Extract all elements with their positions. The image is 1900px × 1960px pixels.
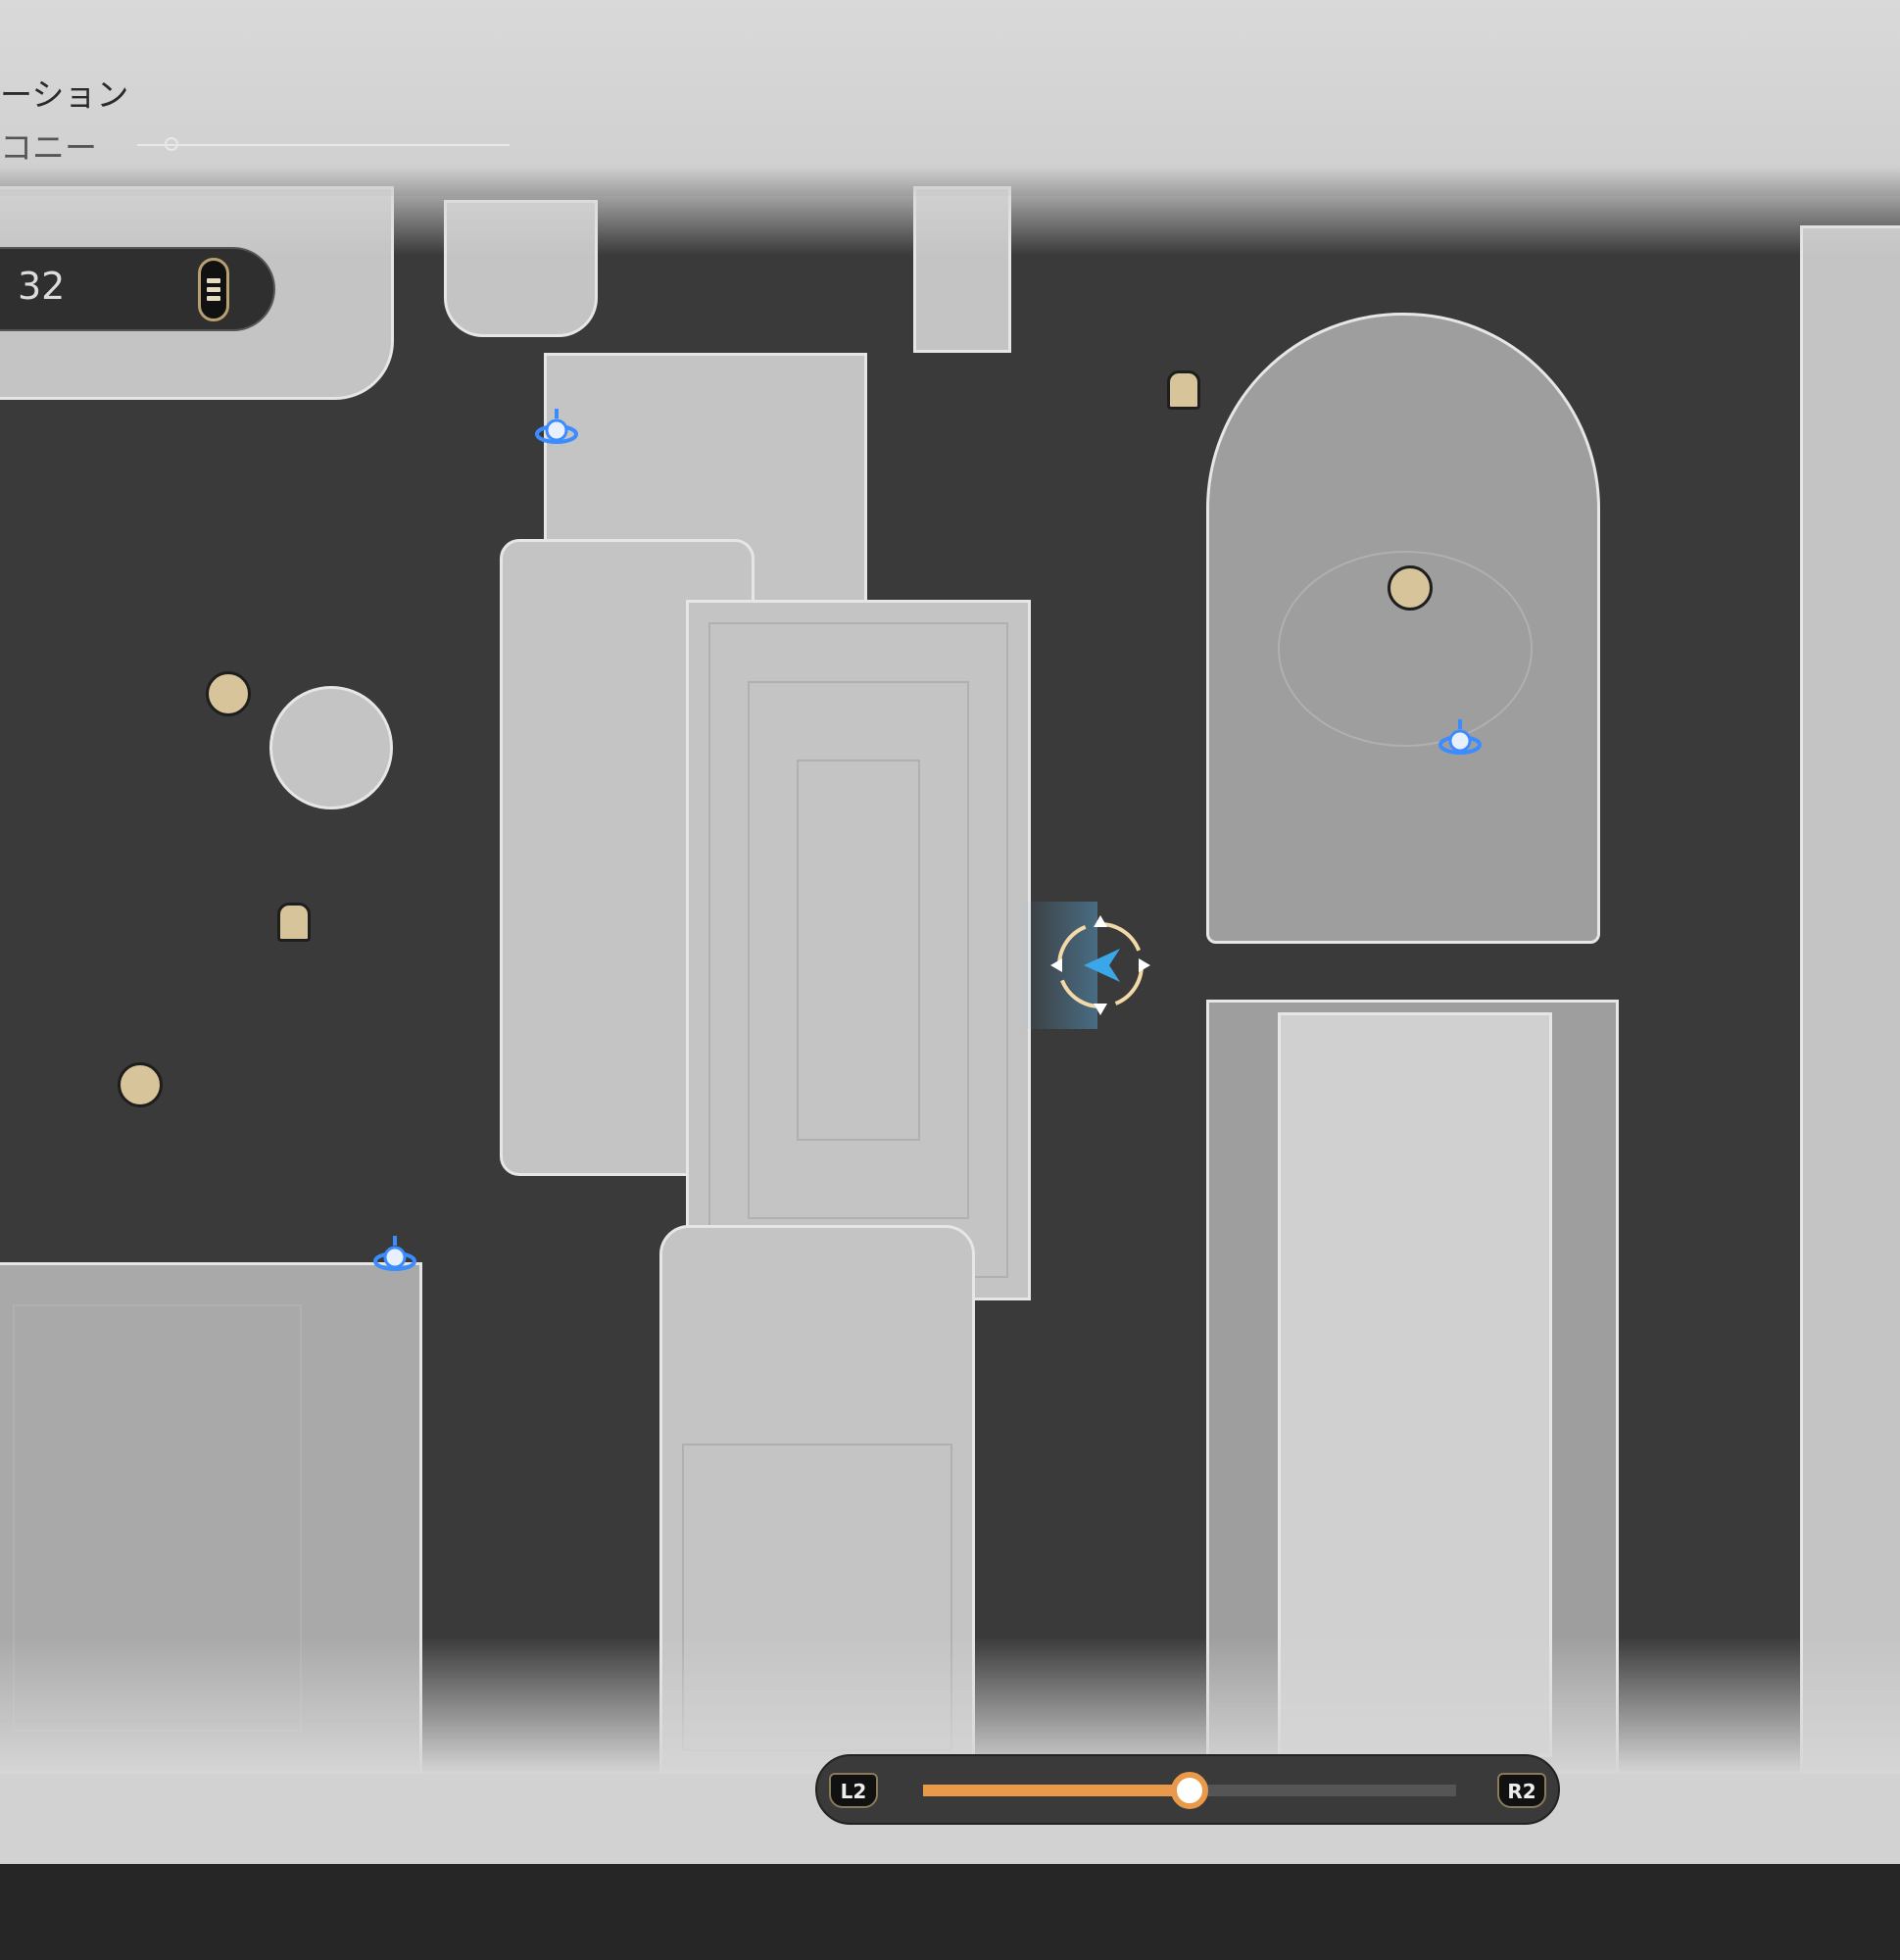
divider-dot [165, 137, 178, 151]
shopping-bag-icon[interactable] [1159, 366, 1208, 415]
npc-icon[interactable] [204, 669, 253, 718]
slider-fill [923, 1785, 1190, 1796]
map-building-right-lower [1206, 1000, 1619, 1774]
map-block [659, 1225, 975, 1774]
map-block [0, 1262, 422, 1774]
footer-bar [0, 1864, 1900, 1960]
map-building-central [686, 600, 1031, 1300]
l2-button[interactable]: L2 [829, 1773, 878, 1808]
map-stairs [913, 186, 1011, 353]
player-arrow-icon [1047, 911, 1154, 1019]
slider-knob[interactable] [1171, 1772, 1208, 1809]
r2-button[interactable]: R2 [1497, 1773, 1546, 1808]
area-name: コニー [0, 128, 97, 167]
floor-selector[interactable] [0, 247, 275, 331]
map-block [1800, 225, 1900, 1774]
shopping-bag-icon[interactable] [269, 898, 318, 947]
space-anchor-icon[interactable] [1436, 715, 1485, 764]
map-building-right [1206, 313, 1600, 944]
page-title: ーション [0, 75, 129, 114]
npc-icon[interactable] [116, 1060, 165, 1109]
space-anchor-icon[interactable] [370, 1232, 419, 1281]
map-canvas[interactable] [0, 167, 1900, 1774]
map-block [444, 200, 598, 337]
space-anchor-icon[interactable] [532, 405, 581, 454]
divider [137, 144, 510, 146]
floor-number: 32 [18, 265, 66, 308]
list-icon[interactable] [198, 258, 229, 321]
zoom-slider[interactable]: L2 R2 [815, 1754, 1560, 1825]
slider-track[interactable] [923, 1772, 1456, 1809]
top-band [0, 0, 1900, 196]
npc-icon[interactable] [1386, 564, 1435, 612]
map-round-plaza [269, 686, 393, 809]
